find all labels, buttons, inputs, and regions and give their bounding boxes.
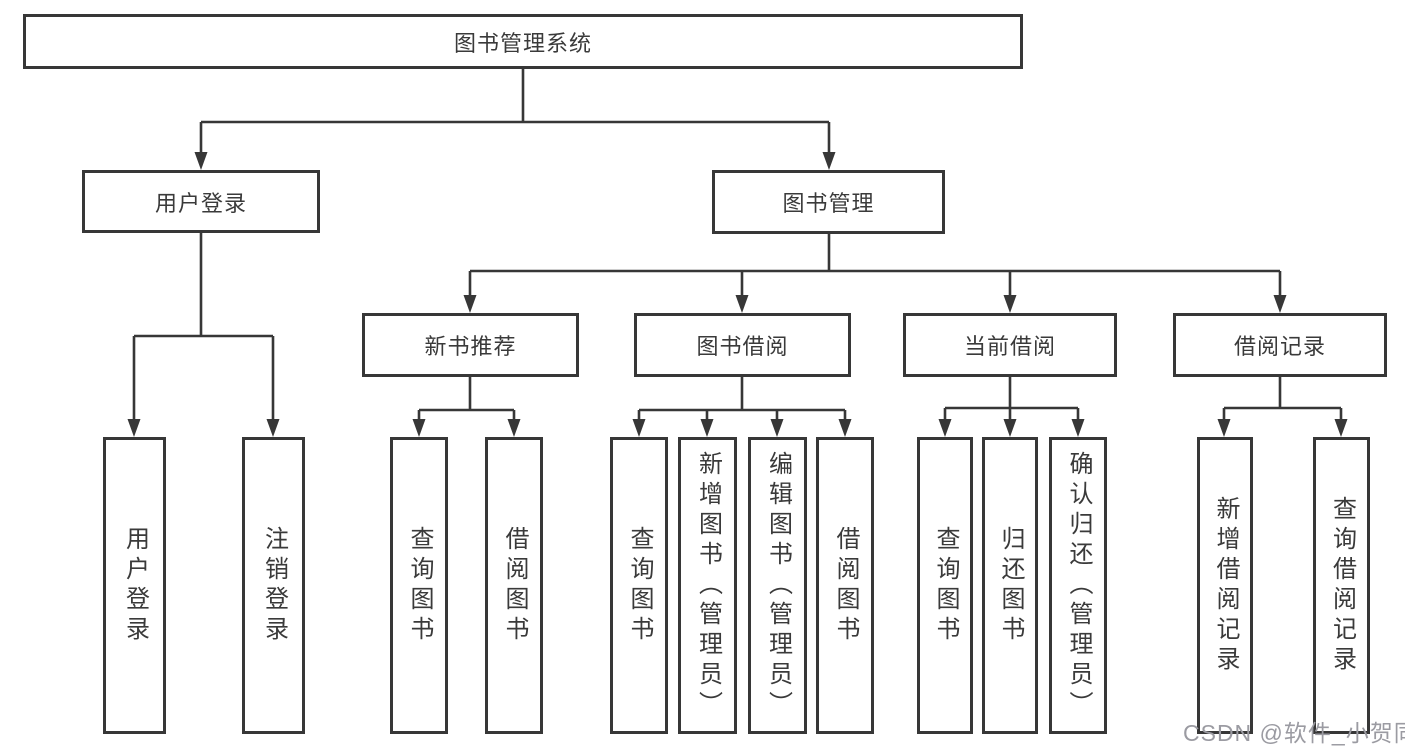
leaf-query-borrow-record: 查询借阅记录	[1313, 437, 1370, 734]
leaf-confirm-return-admin: 确认归还（管理员）	[1049, 437, 1107, 734]
node-new-book-recommend-label: 新书推荐	[424, 334, 517, 359]
leaf-logout-label: 注销登录	[260, 525, 288, 646]
leaf-add-borrow-record-label: 新增借阅记录	[1212, 495, 1239, 676]
node-user-login: 用户登录	[82, 170, 320, 233]
node-current-borrowing: 当前借阅	[903, 313, 1117, 377]
leaf-add-books-admin-label: 新增图书（管理员）	[694, 450, 722, 721]
node-root-label: 图书管理系统	[453, 30, 592, 56]
node-book-borrowing: 图书借阅	[634, 313, 851, 377]
leaf-query-borrow-record-label: 查询借阅记录	[1328, 495, 1356, 676]
leaf-query-books-recommend-label: 查询图书	[406, 525, 433, 646]
leaf-add-borrow-record: 新增借阅记录	[1197, 437, 1253, 734]
leaf-query-books-borrow-label: 查询图书	[626, 525, 653, 646]
node-borrowing-records-label: 借阅记录	[1233, 334, 1326, 359]
node-book-management: 图书管理	[712, 170, 945, 234]
leaf-query-books-recommend: 查询图书	[390, 437, 448, 734]
node-new-book-recommend: 新书推荐	[362, 313, 579, 377]
leaf-borrow-books-recommend-label: 借阅图书	[501, 525, 528, 646]
node-user-login-label: 用户登录	[154, 190, 247, 216]
leaf-add-books-admin: 新增图书（管理员）	[678, 437, 737, 734]
leaf-user-login: 用户登录	[103, 437, 166, 734]
csdn-watermark: CSDN @软件_小贺同学	[1183, 720, 1405, 746]
leaf-query-books-borrow: 查询图书	[610, 437, 668, 734]
node-book-management-label: 图书管理	[782, 191, 875, 216]
leaf-borrow-books: 借阅图书	[816, 437, 874, 734]
node-borrowing-records: 借阅记录	[1173, 313, 1387, 377]
connector-path	[132, 69, 1343, 423]
leaf-edit-books-admin: 编辑图书（管理员）	[748, 437, 807, 734]
leaf-query-books-current-label: 查询图书	[932, 525, 959, 646]
leaf-user-login-label: 用户登录	[121, 525, 149, 646]
leaf-return-books: 归还图书	[982, 437, 1038, 734]
leaf-borrow-books-label: 借阅图书	[832, 525, 859, 646]
leaf-logout: 注销登录	[242, 437, 305, 734]
leaf-return-books-label: 归还图书	[997, 525, 1024, 646]
leaf-edit-books-admin-label: 编辑图书（管理员）	[764, 450, 792, 721]
leaf-query-books-current: 查询图书	[917, 437, 973, 734]
node-root: 图书管理系统	[23, 14, 1023, 69]
node-book-borrowing-label: 图书借阅	[696, 334, 789, 359]
leaf-confirm-return-admin-label: 确认归还（管理员）	[1065, 450, 1092, 721]
node-current-borrowing-label: 当前借阅	[963, 334, 1056, 359]
leaf-borrow-books-recommend: 借阅图书	[485, 437, 543, 734]
